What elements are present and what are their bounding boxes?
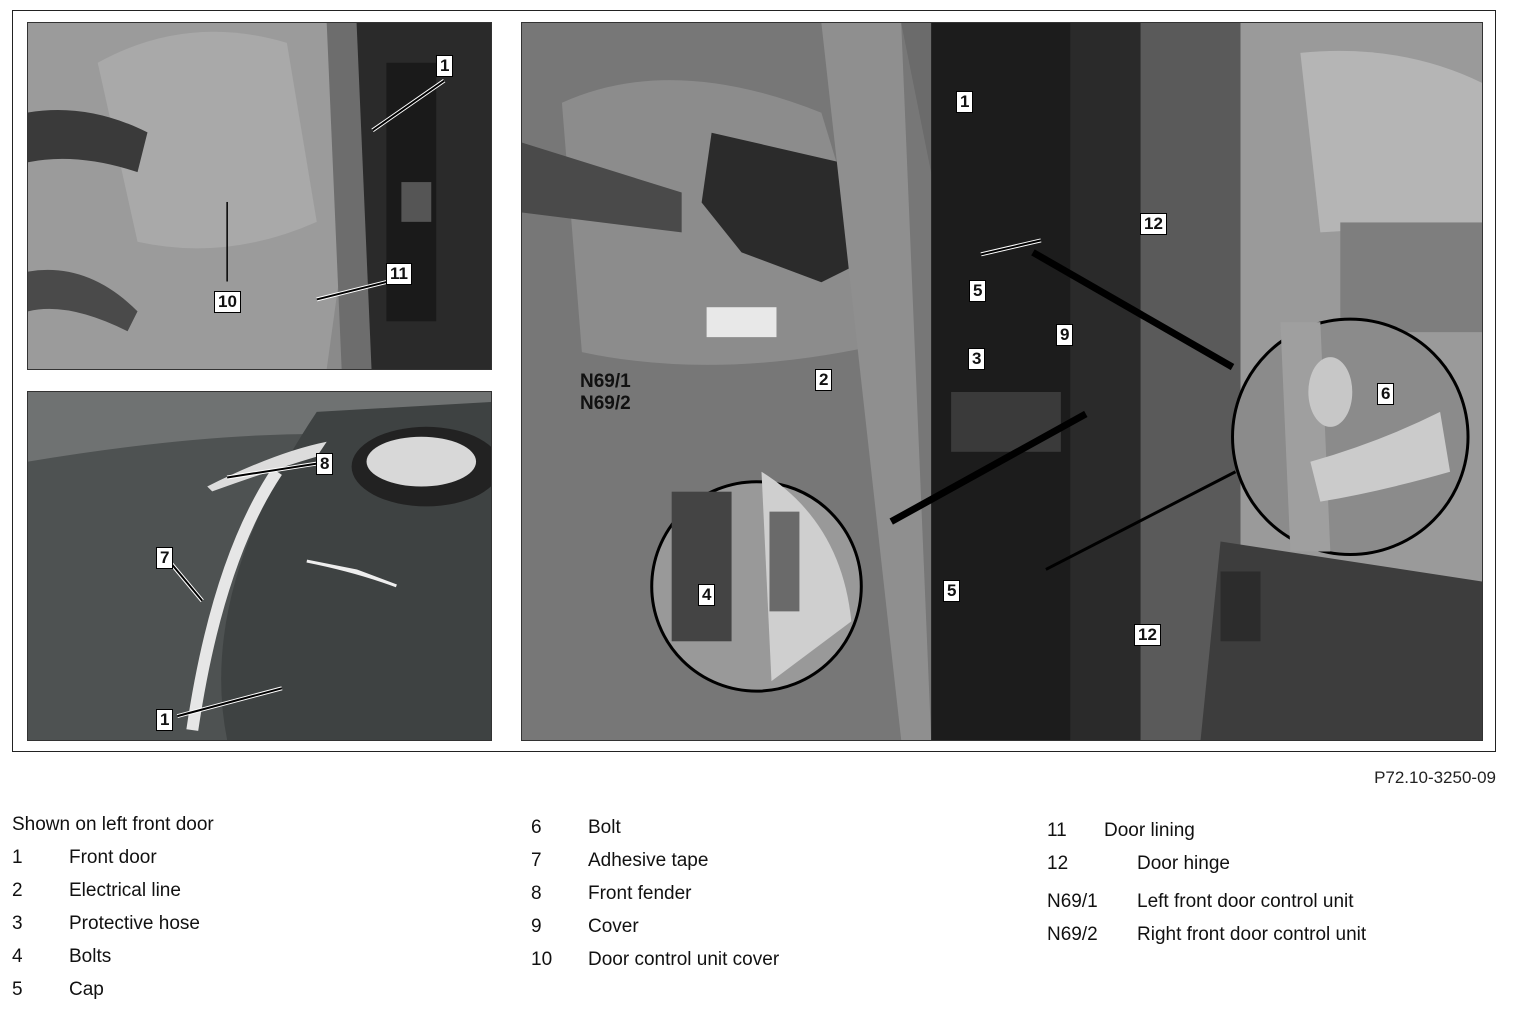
legend-key: 7 bbox=[531, 850, 542, 871]
callout-8: 8 bbox=[316, 453, 334, 475]
legend-item: 6 Bolt bbox=[531, 817, 1011, 850]
legend-column-3: 11 Door lining 12 Door hinge N69/1 Left … bbox=[1047, 820, 1507, 957]
legend-label: Cap bbox=[69, 979, 104, 1000]
legend-item: 8 Front fender bbox=[531, 883, 1011, 916]
legend-item: 3 Protective hose bbox=[12, 913, 492, 946]
legend-key: 2 bbox=[12, 880, 23, 901]
callout-5-upper: 5 bbox=[969, 280, 987, 302]
door-interior-drawing bbox=[28, 23, 491, 369]
photo-front-fender: 8 7 1 bbox=[27, 391, 492, 741]
callout-11: 11 bbox=[386, 263, 412, 285]
legend-key: 8 bbox=[531, 883, 542, 904]
legend-label: Bolt bbox=[588, 817, 621, 838]
photo-door-interior: 1 10 11 bbox=[27, 22, 492, 370]
legend-label: Bolts bbox=[69, 946, 112, 967]
legend-label: Adhesive tape bbox=[588, 850, 709, 871]
legend-key: 11 bbox=[1047, 820, 1067, 841]
figure-frame: 1 10 11 8 7 1 bbox=[12, 10, 1496, 752]
legend-label: Left front door control unit bbox=[1137, 891, 1354, 912]
callout-9: 9 bbox=[1056, 324, 1074, 346]
legend-label: Electrical line bbox=[69, 880, 181, 901]
legend-key: 9 bbox=[531, 916, 542, 937]
legend-label: Front door bbox=[69, 847, 157, 868]
callout-5-lower: 5 bbox=[943, 580, 961, 602]
callout-1-fender: 1 bbox=[156, 709, 174, 731]
legend-heading: Shown on left front door bbox=[12, 814, 214, 835]
legend-item: 10 Door control unit cover bbox=[531, 949, 1011, 982]
legend-key: 4 bbox=[12, 946, 23, 967]
legend-label: Door lining bbox=[1104, 820, 1195, 841]
callout-n69-1: N69/1 bbox=[580, 371, 631, 392]
legend-key: N69/1 bbox=[1047, 891, 1098, 912]
callout-12-lower: 12 bbox=[1134, 624, 1161, 646]
legend-column-2: 6 Bolt 7 Adhesive tape 8 Front fender 9 … bbox=[531, 817, 1011, 982]
figure-id: P72.10-3250-09 bbox=[1374, 768, 1496, 787]
legend-item: 11 Door lining bbox=[1047, 820, 1507, 853]
callout-2: 2 bbox=[815, 369, 833, 391]
callout-n69-2: N69/2 bbox=[580, 393, 631, 414]
legend-item: 4 Bolts bbox=[12, 946, 492, 979]
legend-item: 9 Cover bbox=[531, 916, 1011, 949]
legend-label: Door control unit cover bbox=[588, 949, 780, 970]
callout-1-door: 1 bbox=[956, 91, 974, 113]
legend-item: 5 Cap bbox=[12, 979, 492, 1012]
callout-10: 10 bbox=[214, 291, 241, 313]
legend-label: Cover bbox=[588, 916, 639, 937]
legend-label: Protective hose bbox=[69, 913, 200, 934]
legend-key: 10 bbox=[531, 949, 553, 970]
legend-item: 12 Door hinge bbox=[1047, 853, 1507, 891]
legend-item: 1 Front door bbox=[12, 847, 492, 880]
callout-3: 3 bbox=[968, 348, 986, 370]
callout-6: 6 bbox=[1377, 383, 1395, 405]
callout-4: 4 bbox=[698, 584, 716, 606]
legend-item: 2 Electrical line bbox=[12, 880, 492, 913]
legend-label: Right front door control unit bbox=[1137, 924, 1367, 945]
door-hinge-drawing bbox=[522, 23, 1482, 740]
legend-item: N69/2 Right front door control unit bbox=[1047, 924, 1507, 957]
callout-12-upper: 12 bbox=[1140, 213, 1167, 235]
legend-key: 12 bbox=[1047, 853, 1069, 874]
legend-key: N69/2 bbox=[1047, 924, 1098, 945]
legend-label: Front fender bbox=[588, 883, 692, 904]
legend-key: 1 bbox=[12, 847, 23, 868]
photo-door-hinge-area: 1 12 5 9 3 2 N69/1 N69/2 6 4 5 12 bbox=[521, 22, 1483, 741]
callout-7: 7 bbox=[156, 547, 174, 569]
legend-key: 5 bbox=[12, 979, 23, 1000]
legend-label: Door hinge bbox=[1137, 853, 1230, 874]
callout-1: 1 bbox=[436, 55, 454, 77]
fender-drawing bbox=[28, 392, 491, 740]
legend-column-1: Shown on left front door 1 Front door 2 … bbox=[12, 814, 492, 1012]
legend-item: 7 Adhesive tape bbox=[531, 850, 1011, 883]
legend-key: 3 bbox=[12, 913, 23, 934]
legend-key: 6 bbox=[531, 817, 542, 838]
legend-item: N69/1 Left front door control unit bbox=[1047, 891, 1507, 924]
